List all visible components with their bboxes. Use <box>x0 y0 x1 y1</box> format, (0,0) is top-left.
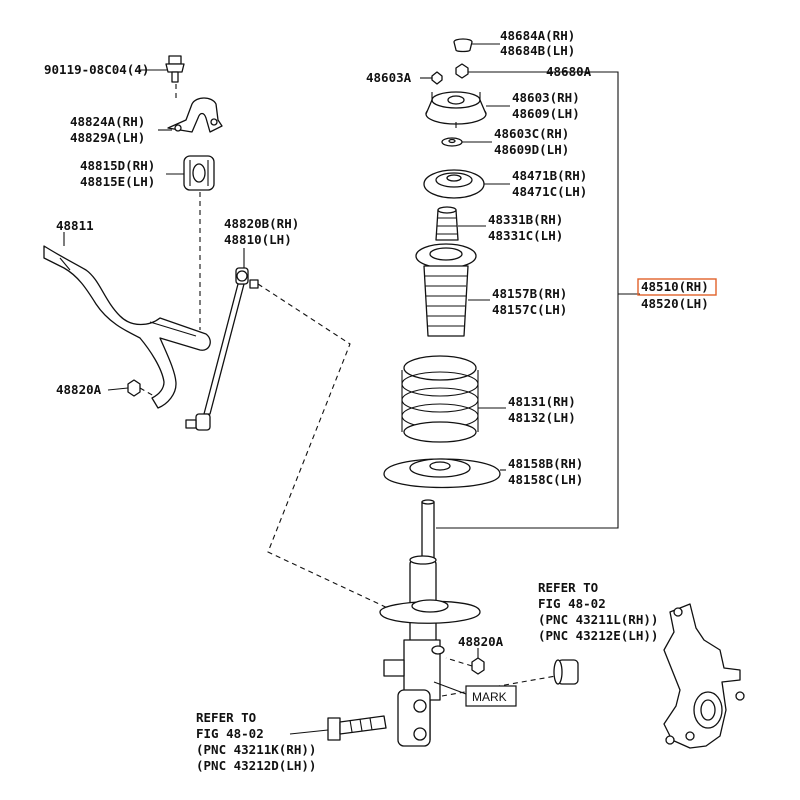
mark-box <box>465 685 517 707</box>
suspension-support <box>425 91 487 128</box>
label-absorber-lh: 48520(LH) <box>641 296 709 311</box>
dust-boot <box>415 243 477 337</box>
label-bracket-rh: 48824A(RH) <box>70 114 145 129</box>
label-nut-lower: 48820A <box>458 634 504 649</box>
link-nut <box>471 657 485 675</box>
link-to-strut-leader <box>257 283 393 611</box>
label-spring-rh: 48131(RH) <box>508 394 576 409</box>
upper-spring-seat <box>423 169 485 199</box>
label-support-lh: 48609(LH) <box>512 106 580 121</box>
label-refer-b-4: (PNC 43212D(LH)) <box>196 758 316 773</box>
knuckle-bolt <box>327 715 387 741</box>
label-refer-a-2: FIG 48-02 <box>538 596 606 611</box>
support-nut <box>431 71 443 85</box>
label-nut-small: 48603A <box>366 70 412 85</box>
label-bracket-lh: 48829A(LH) <box>70 130 145 145</box>
top-nut <box>455 63 469 79</box>
leader-lines <box>63 43 510 735</box>
dust-cap <box>453 38 473 53</box>
label-refer-a-4: (PNC 43212E(LH)) <box>538 628 658 643</box>
label-bumper-rh: 48331B(RH) <box>488 212 563 227</box>
label-mark: MARK <box>472 690 507 704</box>
label-washer-lh: 48609D(LH) <box>494 142 569 157</box>
label-nut-left: 48820A <box>56 382 102 397</box>
label-refer-b-2: FIG 48-02 <box>196 726 264 741</box>
label-spring-lh: 48132(LH) <box>508 410 576 425</box>
label-bushing-lh: 48815E(LH) <box>80 174 155 189</box>
label-spring-seat-rh: 48471B(RH) <box>512 168 587 183</box>
spring-bumper <box>435 206 459 241</box>
label-bushing-rh: 48815D(RH) <box>80 158 155 173</box>
label-boot-rh: 48157B(RH) <box>492 286 567 301</box>
label-cap-lh: 48684B(LH) <box>500 43 575 58</box>
label-bumper-lh: 48331C(LH) <box>488 228 563 243</box>
stabilizer-bushing <box>183 155 215 191</box>
label-insulator-lh: 48158C(LH) <box>508 472 583 487</box>
spring-insulator <box>383 458 501 489</box>
label-washer-rh: 48603C(RH) <box>494 126 569 141</box>
label-refer-a-1: REFER TO <box>538 580 598 595</box>
label-bolt-top: 90119-08C04(4) <box>44 62 149 77</box>
label-insulator-rh: 48158B(RH) <box>508 456 583 471</box>
stabilizer-nut <box>127 379 141 397</box>
assembly-bracket <box>436 71 619 529</box>
collar <box>553 659 579 685</box>
shock-absorber <box>379 499 481 747</box>
stabilizer-link <box>185 267 259 431</box>
label-refer-b-1: REFER TO <box>196 710 256 725</box>
support-washer <box>441 137 463 147</box>
coil-spring <box>401 355 479 443</box>
label-refer-b-3: (PNC 43211K(RH)) <box>196 742 316 757</box>
label-stabilizer-bar: 48811 <box>56 218 94 233</box>
label-boot-lh: 48157C(LH) <box>492 302 567 317</box>
label-support-rh: 48603(RH) <box>512 90 580 105</box>
nut-left-leader <box>139 387 155 397</box>
label-absorber-rh: 48510(RH) <box>641 279 709 294</box>
label-refer-a-3: (PNC 43211L(RH)) <box>538 612 658 627</box>
steering-knuckle <box>663 603 745 749</box>
label-spring-seat-lh: 48471C(LH) <box>512 184 587 199</box>
label-link-rh: 48820B(RH) <box>224 216 299 231</box>
highlight-box <box>637 278 717 296</box>
stabilizer-bracket <box>167 97 223 133</box>
bracket-bolt <box>165 55 185 83</box>
nut-lower-leader <box>445 657 473 667</box>
labels: 90119-08C04(4) 48824A(RH) 48829A(LH) 488… <box>44 28 717 773</box>
stabilizer-bar <box>43 245 211 409</box>
label-link-lh: 48810(LH) <box>224 232 292 247</box>
label-nut-top: 48680A <box>546 64 592 79</box>
label-cap-rh: 48684A(RH) <box>500 28 575 43</box>
